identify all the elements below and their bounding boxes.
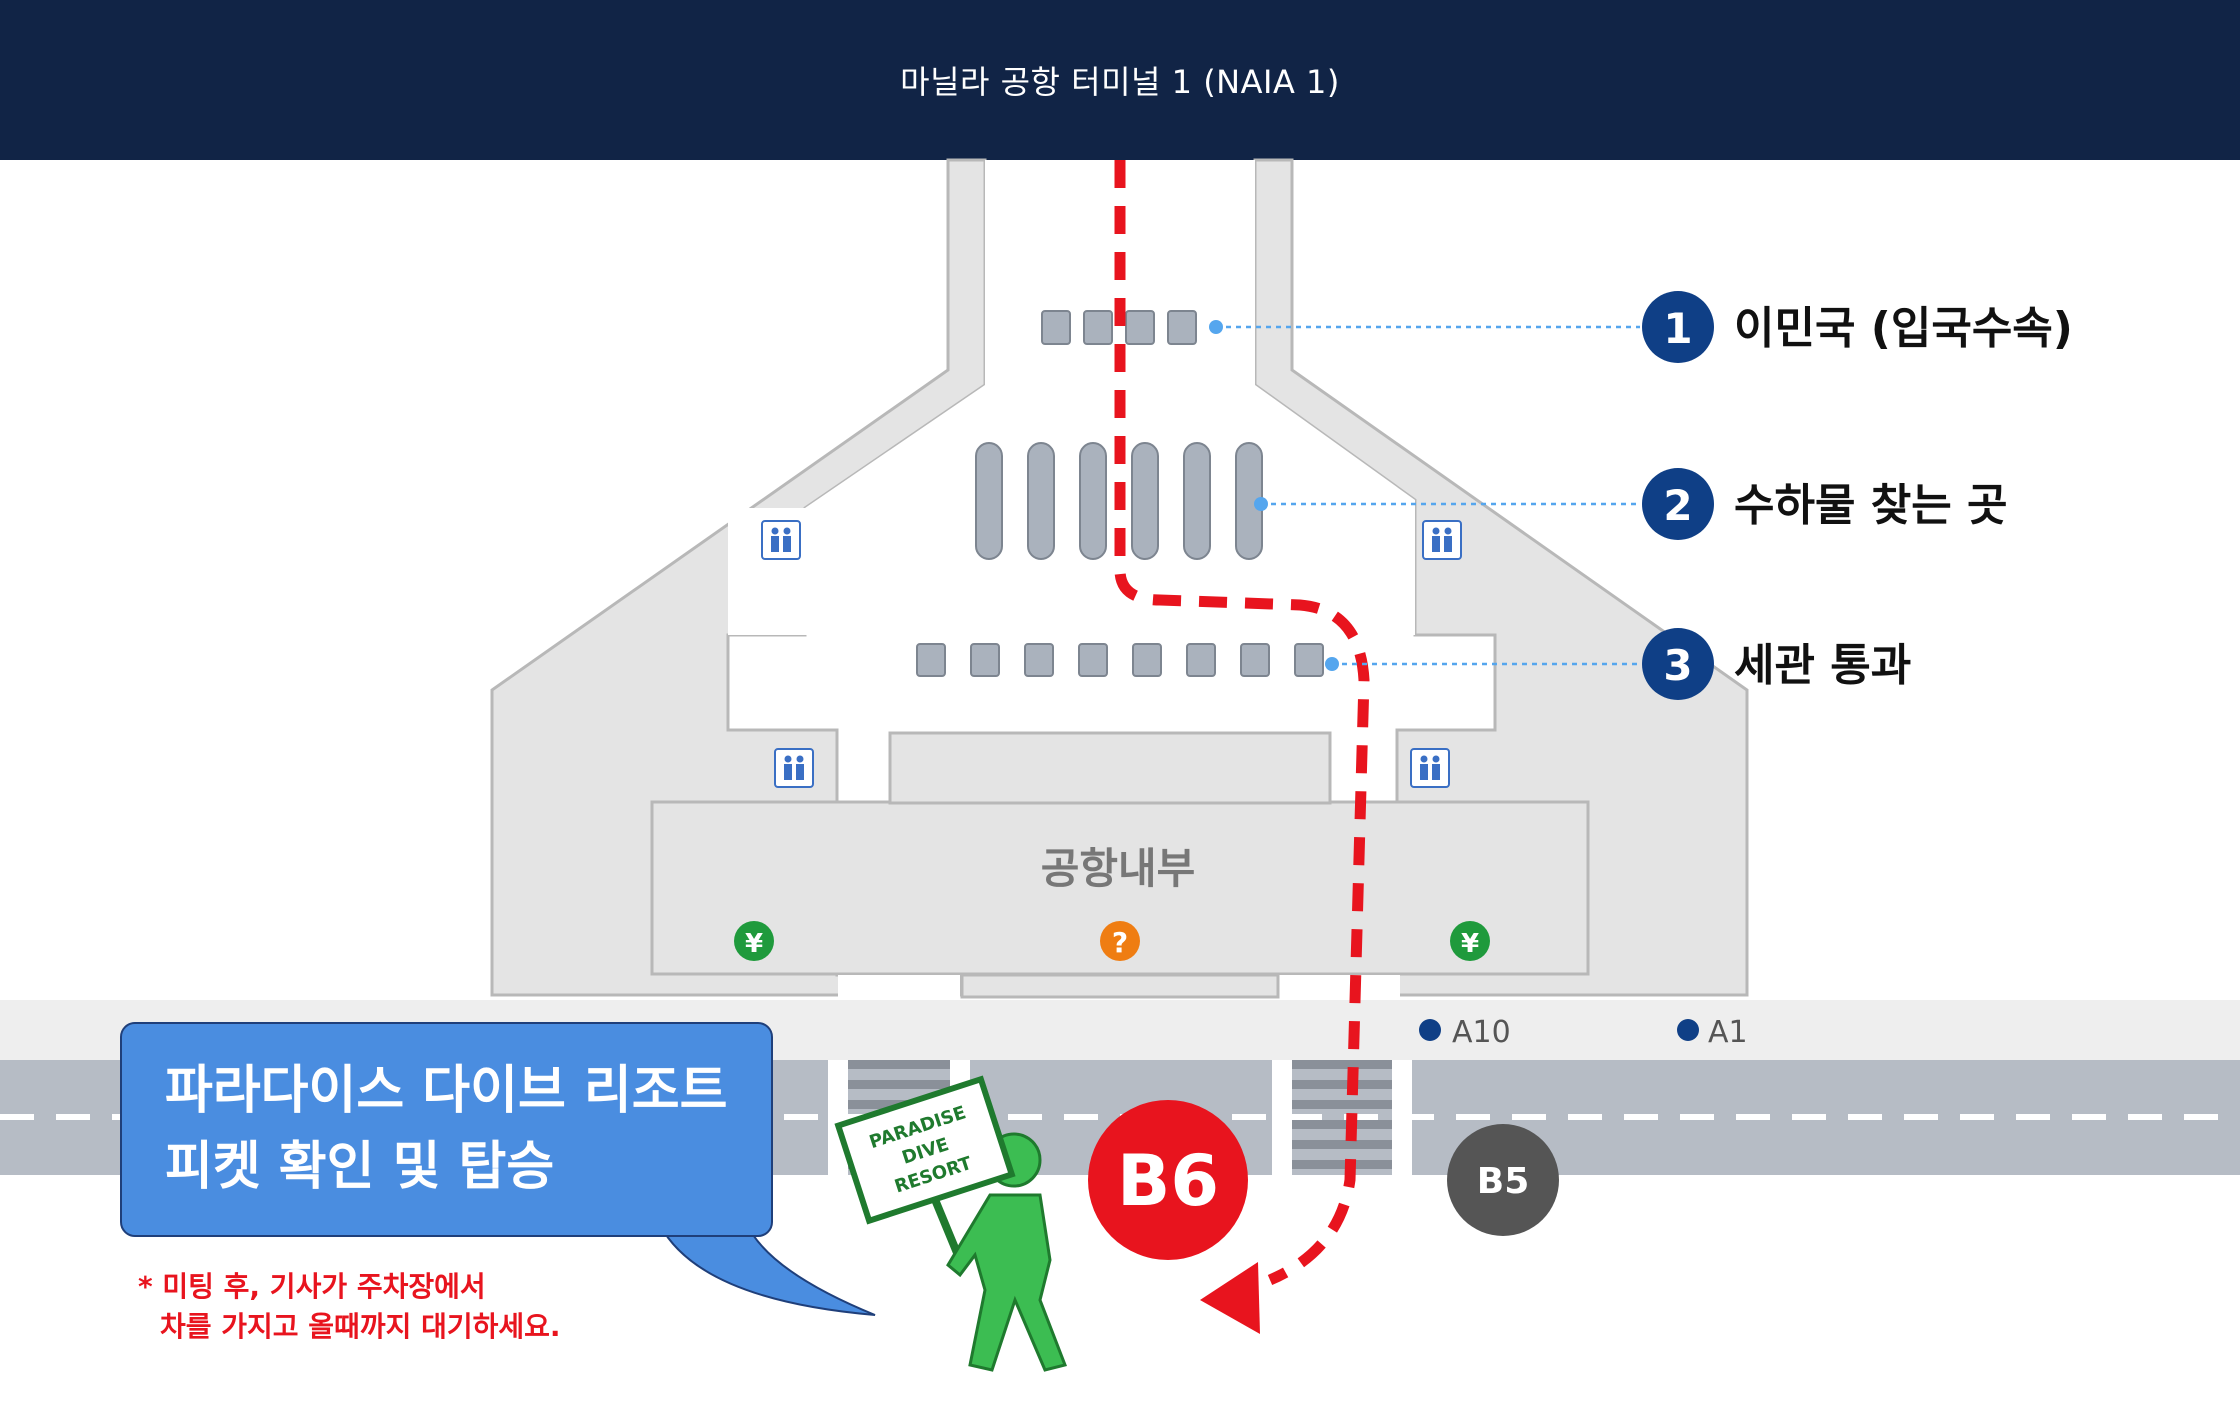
currency-exchange-icon: ¥ — [734, 921, 774, 961]
callout-box — [120, 1022, 773, 1237]
step-badge-1 — [1642, 291, 1714, 363]
step-label-3: 세관 통과 — [1734, 640, 1911, 691]
step-badge-3 — [1642, 628, 1714, 700]
step-number-1: 1 — [1663, 304, 1692, 353]
step-leader-dot — [1254, 497, 1268, 511]
bay-b6-badge — [1088, 1100, 1248, 1260]
pillar-marker — [1419, 1019, 1441, 1041]
svg-text:?: ? — [1112, 926, 1128, 959]
callout-tail-cover — [662, 1215, 747, 1234]
bay-b5-badge — [1447, 1124, 1559, 1236]
walking-route — [1114, 160, 1370, 1286]
step-leader-dot — [1325, 657, 1339, 671]
customs-counter — [970, 643, 1000, 677]
immigration-counter — [1041, 310, 1071, 345]
callout-line-1: 파라다이스 다이브 리조트 — [165, 1061, 727, 1121]
customs-counter — [1024, 643, 1054, 677]
header-bar: 마닐라 공항 터미널 1 (NAIA 1) — [0, 0, 2240, 160]
crosswalk — [1292, 1060, 1392, 1169]
customs-counter — [1240, 643, 1270, 677]
customs-counter — [916, 643, 946, 677]
baggage-carousel — [1183, 442, 1211, 560]
restroom-icon — [774, 748, 814, 788]
road-separator — [1392, 1060, 1412, 1175]
step-label-2: 수하물 찾는 곳 — [1734, 480, 2008, 531]
step-number-2: 2 — [1663, 481, 1692, 530]
restroom-icon — [1410, 748, 1450, 788]
road-separator — [828, 1060, 848, 1175]
exit-ledge — [960, 973, 1280, 999]
baggage-carousel — [1027, 442, 1055, 560]
customs-counter — [1186, 643, 1216, 677]
svg-text:¥: ¥ — [1461, 929, 1479, 959]
baggage-carousel — [1131, 442, 1159, 560]
info-desk-icon: ? — [1100, 921, 1140, 961]
baggage-carousel — [975, 442, 1003, 560]
pillar-label-a10: A10 — [1452, 1015, 1511, 1050]
step-number-3: 3 — [1663, 641, 1692, 690]
restroom-icon — [761, 520, 801, 560]
bay-b6-label: B6 — [1117, 1140, 1219, 1222]
pillar-label-a1: A1 — [1708, 1015, 1748, 1050]
restroom-icon — [1422, 520, 1462, 560]
inner-gap-right — [1278, 975, 1400, 997]
baggage-carousel — [1079, 442, 1107, 560]
currency-exchange-icon: ¥ — [1450, 921, 1490, 961]
route-arrowhead — [1200, 1262, 1260, 1334]
terminal-building-right — [1253, 158, 1749, 997]
customs-counter — [1132, 643, 1162, 677]
note-line-1: * 미팅 후, 기사가 주차장에서 — [138, 1270, 486, 1303]
page-title: 마닐라 공항 터미널 1 (NAIA 1) — [900, 63, 1340, 101]
callout-tail — [658, 1218, 876, 1316]
svg-text:¥: ¥ — [745, 929, 763, 959]
step-leader-dot — [1209, 320, 1223, 334]
inner-gap-left — [838, 975, 960, 997]
customs-counter — [1294, 643, 1324, 677]
immigration-counter — [1125, 310, 1155, 345]
road-separator — [1272, 1060, 1292, 1175]
step-badge-2 — [1642, 468, 1714, 540]
bay-b5-label: B5 — [1477, 1161, 1530, 1202]
step-label-1: 이민국 (입국수속) — [1734, 303, 2073, 354]
picket-sign: PARADISE DIVE RESORT — [834, 1075, 1016, 1225]
area-label: 공항내부 — [1041, 844, 1196, 893]
customs-counter — [1078, 643, 1108, 677]
pillar-marker — [1677, 1019, 1699, 1041]
note-line-2: 차를 가지고 올때까지 대기하세요. — [160, 1310, 561, 1343]
immigration-counter — [1083, 310, 1113, 345]
callout-line-2: 피켓 확인 및 탑승 — [165, 1137, 554, 1197]
immigration-counter — [1167, 310, 1197, 345]
inner-hall — [888, 731, 1332, 805]
